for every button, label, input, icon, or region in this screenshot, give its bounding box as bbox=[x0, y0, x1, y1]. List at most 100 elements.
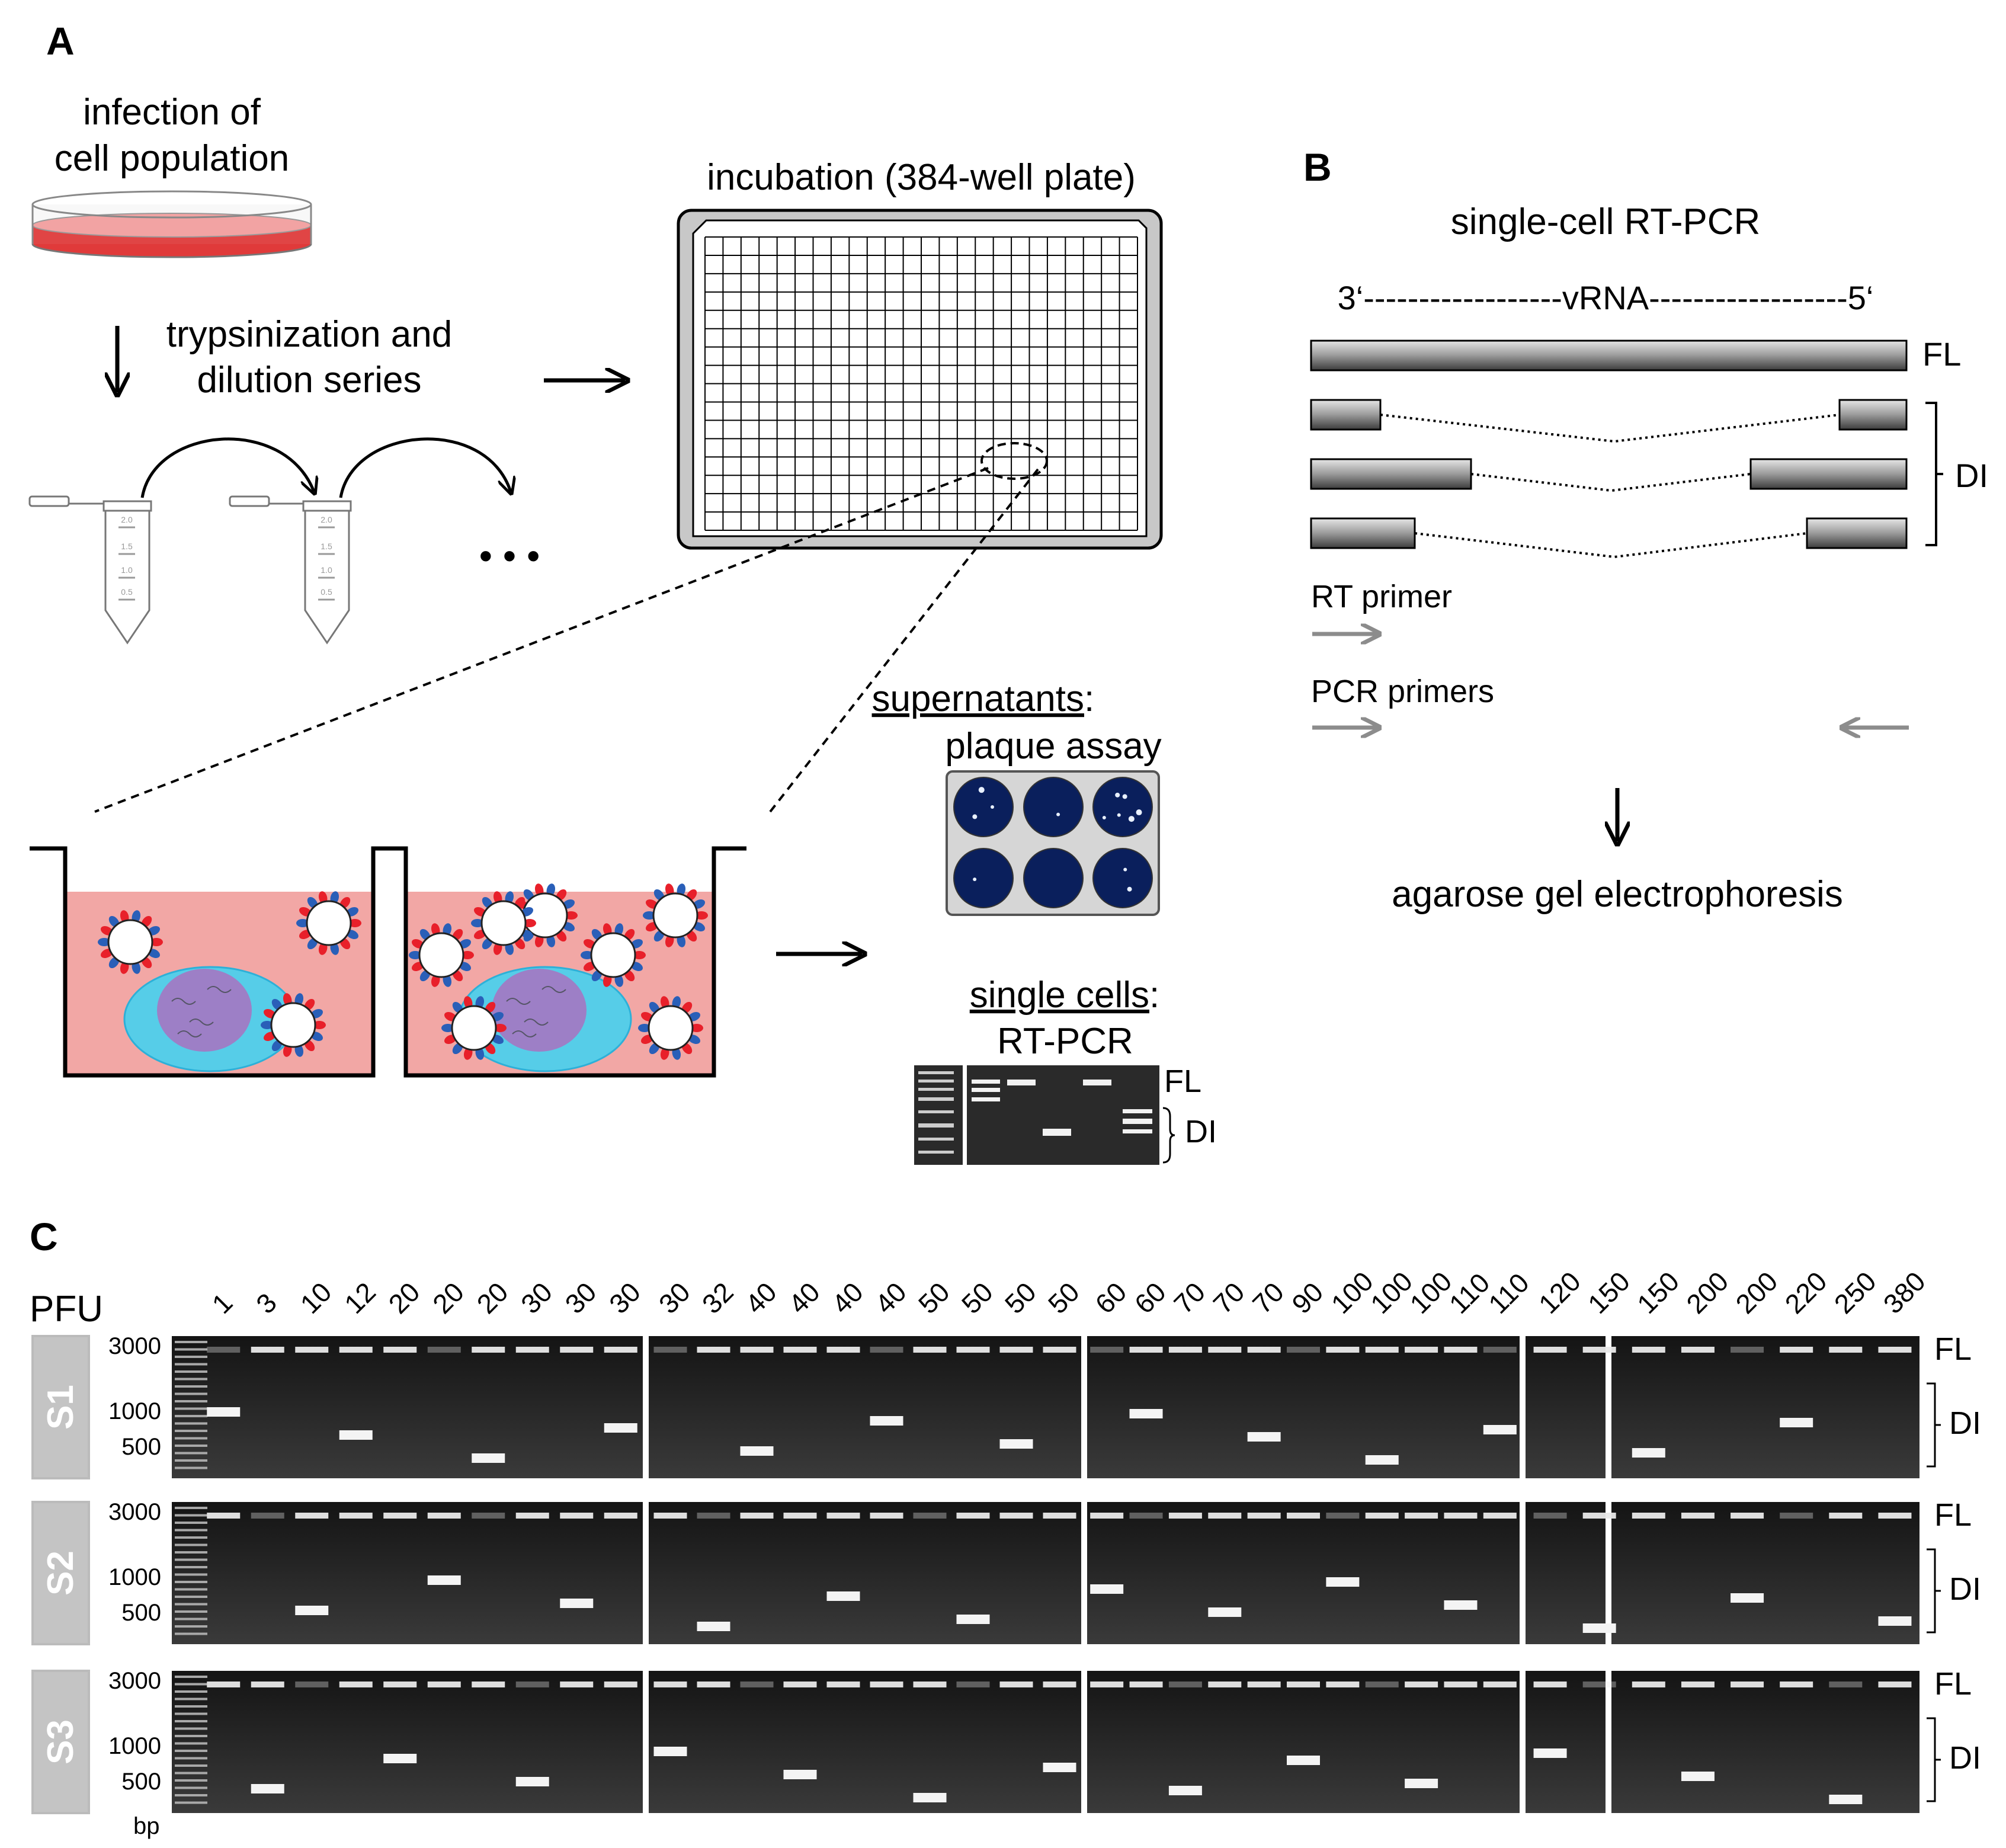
row-label: S1 bbox=[40, 1385, 81, 1430]
gel-band bbox=[604, 1682, 637, 1687]
pfu-value: 90 bbox=[1286, 1276, 1329, 1319]
pfu-value: 70 bbox=[1246, 1276, 1290, 1319]
virion-icon bbox=[441, 996, 507, 1060]
gel-band bbox=[1129, 1513, 1163, 1519]
gel-band bbox=[956, 1513, 990, 1519]
gel-block bbox=[649, 1671, 1081, 1813]
gel-band bbox=[427, 1575, 461, 1585]
tube-mark: 1.0 bbox=[121, 565, 133, 575]
row-label-tab bbox=[31, 1335, 90, 1479]
gel-band bbox=[913, 1793, 947, 1802]
tube-mark: 2.0 bbox=[321, 515, 332, 524]
b-di-label: DI bbox=[1955, 457, 1988, 494]
gel-di-label: DI bbox=[1949, 1571, 1981, 1607]
gel-band bbox=[826, 1513, 860, 1519]
ladder-band bbox=[175, 1356, 207, 1358]
spike bbox=[565, 911, 578, 920]
gel-band bbox=[251, 1347, 284, 1353]
virion-body bbox=[270, 1002, 316, 1048]
panel-b-letter: B bbox=[1303, 145, 1332, 189]
gel-band bbox=[956, 1615, 990, 1624]
ladder-band bbox=[175, 1348, 207, 1351]
pfu-label: PFU bbox=[30, 1289, 103, 1330]
gel-band bbox=[560, 1513, 594, 1519]
curved-arrow-1 bbox=[140, 437, 314, 498]
pfu-value: 40 bbox=[869, 1276, 912, 1319]
plaque-well bbox=[953, 777, 1014, 837]
gel-band bbox=[295, 1682, 329, 1687]
virion-body bbox=[590, 932, 636, 978]
gel-band bbox=[383, 1513, 417, 1519]
spike bbox=[643, 911, 656, 920]
spike bbox=[409, 951, 422, 959]
pfu-value: 20 bbox=[471, 1276, 514, 1319]
gel-band bbox=[1483, 1347, 1517, 1353]
gel-band bbox=[1247, 1432, 1281, 1442]
plaque-spot bbox=[1127, 886, 1132, 892]
ladder-band bbox=[175, 1705, 207, 1708]
gel-band bbox=[653, 1747, 687, 1756]
pfu-value: 50 bbox=[956, 1276, 999, 1319]
gel-band bbox=[999, 1439, 1033, 1449]
virion-body bbox=[648, 1005, 694, 1051]
gel-band bbox=[1632, 1513, 1665, 1519]
gel-band bbox=[783, 1347, 817, 1353]
pfu-value: 220 bbox=[1779, 1266, 1832, 1319]
plaque-spot bbox=[972, 814, 978, 819]
gel-band bbox=[913, 1347, 947, 1353]
di-construct-3 bbox=[1310, 517, 1908, 559]
tube-icon-2: 2.0 1.5 1.0 0.5 bbox=[229, 495, 352, 645]
pfu-value: 50 bbox=[999, 1276, 1042, 1319]
virion-body bbox=[306, 900, 352, 946]
gel-band bbox=[560, 1682, 594, 1687]
gel-band bbox=[1326, 1513, 1360, 1519]
gel-band bbox=[783, 1513, 817, 1519]
pfu-value: 12 bbox=[338, 1276, 382, 1319]
gel-band bbox=[740, 1682, 774, 1687]
gel-band bbox=[295, 1513, 329, 1519]
virion-icon bbox=[471, 891, 536, 955]
mini-gel-di-bracket bbox=[1162, 1107, 1175, 1164]
virion-body bbox=[522, 892, 568, 939]
row-label-tab bbox=[31, 1501, 90, 1645]
gel-band bbox=[1878, 1682, 1912, 1687]
pfu-value: 50 bbox=[1042, 1276, 1085, 1319]
tube-mark: 1.5 bbox=[321, 542, 332, 551]
ladder-band bbox=[175, 1363, 207, 1366]
dilution-label-line2: dilution series bbox=[197, 360, 421, 401]
tube-mark: 2.0 bbox=[121, 515, 133, 524]
gel-band bbox=[295, 1347, 329, 1353]
ladder-band bbox=[175, 1610, 207, 1613]
supernatants-colon: : bbox=[1084, 678, 1094, 719]
ladder-tick: 500 bbox=[121, 1434, 161, 1460]
pfu-value: 150 bbox=[1631, 1266, 1685, 1319]
agarose-label: agarose gel electrophoresis bbox=[1392, 874, 1843, 915]
gel-band bbox=[783, 1682, 817, 1687]
gel-band bbox=[1043, 1347, 1076, 1353]
gel-band bbox=[1168, 1786, 1202, 1795]
spike bbox=[441, 1024, 454, 1032]
gel-band bbox=[697, 1682, 730, 1687]
ladder-band bbox=[175, 1522, 207, 1524]
supernatants-label: supernatants bbox=[872, 678, 1084, 719]
ladder-band bbox=[175, 1757, 207, 1760]
single-cells-colon: : bbox=[1149, 975, 1159, 1016]
gel-band bbox=[1483, 1682, 1517, 1687]
spike bbox=[581, 951, 594, 959]
gel-band bbox=[515, 1347, 549, 1353]
gel-band bbox=[472, 1453, 505, 1463]
ladder-tick: 500 bbox=[121, 1769, 161, 1795]
gel-fl-label: FL bbox=[1934, 1331, 1972, 1367]
tube-mark: 1.0 bbox=[321, 565, 332, 575]
di-construct-2 bbox=[1310, 458, 1908, 492]
b-di-bracket bbox=[1925, 402, 1943, 546]
ladder-band bbox=[175, 1712, 207, 1715]
panel-a: A infection of cell population trypsiniz… bbox=[28, 19, 1217, 1165]
gel-block bbox=[1087, 1336, 1520, 1478]
gel-band bbox=[339, 1347, 373, 1353]
tube-mark: 0.5 bbox=[121, 587, 133, 597]
virion-icon bbox=[643, 883, 708, 947]
gel-band bbox=[251, 1682, 284, 1687]
bp-label: bp bbox=[133, 1813, 160, 1839]
gel-band bbox=[1444, 1682, 1478, 1687]
